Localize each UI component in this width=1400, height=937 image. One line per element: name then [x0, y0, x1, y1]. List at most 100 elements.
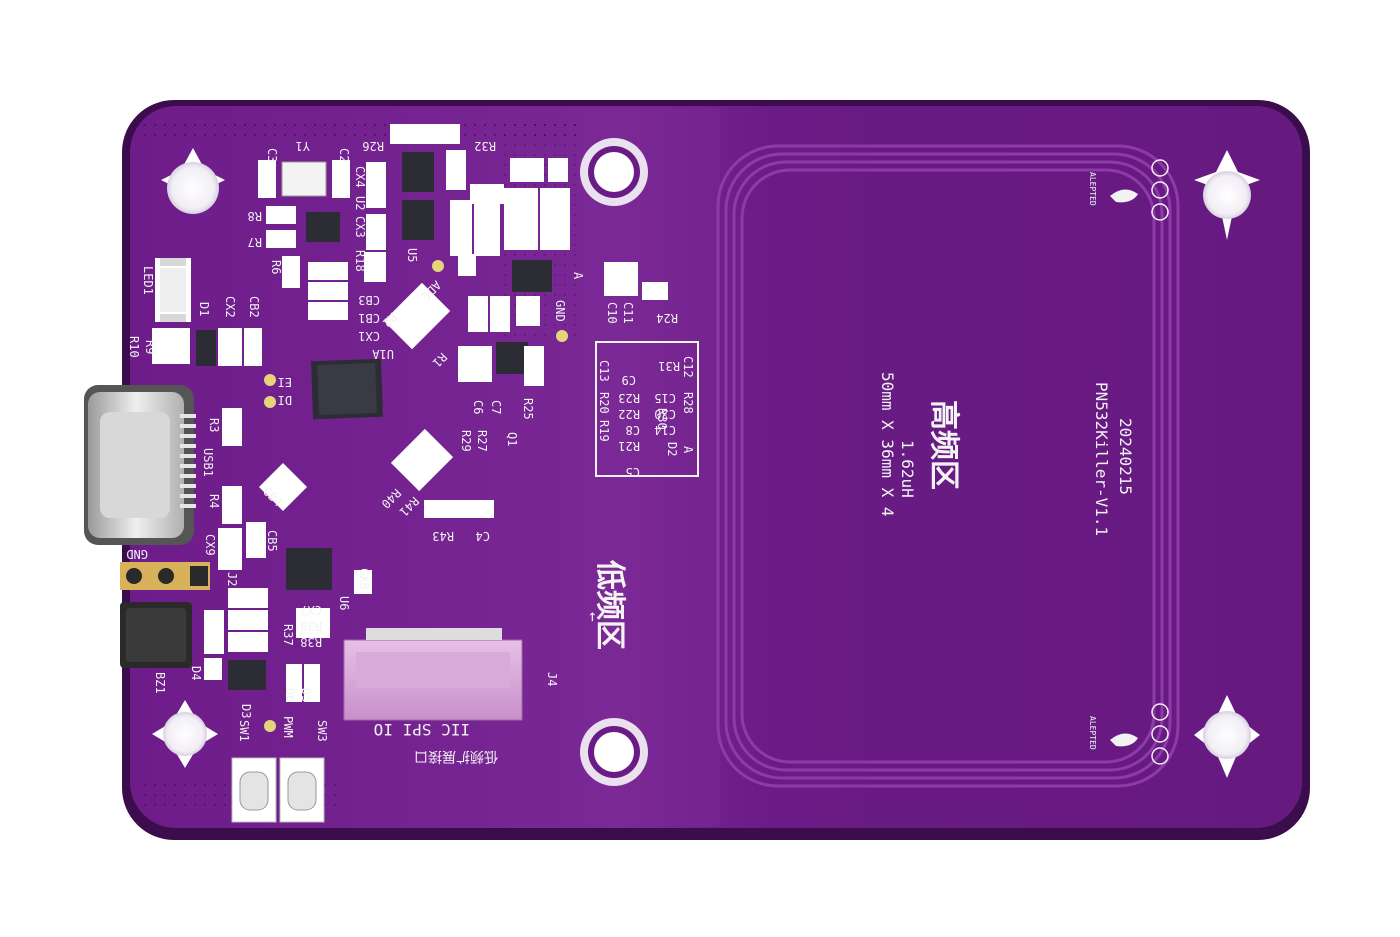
logo-top: ALEPTED: [1088, 159, 1169, 221]
fpc-connector-j4: [343, 628, 523, 721]
label-led1: LED1: [141, 266, 155, 295]
label-r25: R25: [521, 398, 535, 420]
label-cx9: CX9: [203, 534, 217, 556]
buzzer-bz1: [120, 602, 192, 668]
label-cx2: CX2: [223, 296, 237, 318]
label-cx4: CX4: [353, 166, 367, 188]
ic-u6: [286, 548, 332, 590]
hf-antenna-coil: [716, 144, 1180, 788]
label-c9: C9: [622, 373, 636, 387]
label-a-top: A: [571, 272, 585, 280]
mount-hole-bottom-left: [152, 700, 218, 768]
label-d2: D2: [665, 442, 679, 456]
label-r29: R29: [459, 430, 473, 452]
label-cb3: CB3: [358, 293, 380, 307]
label-r37: R37: [281, 624, 295, 646]
label-bz1: BZ1: [153, 672, 167, 694]
label-u1a: U1A: [372, 347, 394, 361]
label-c11: C11: [621, 302, 635, 324]
test-pads: [264, 260, 568, 732]
silkscreen-designators: C3 Y1 C2 R26 R32 R8 R7 R6 CX4 U2 CX3 R18…: [126, 139, 695, 742]
label-u6: U6: [337, 596, 351, 610]
hf-zone-label: 高频区: [926, 400, 961, 490]
label-j4: J4: [545, 672, 559, 686]
switch-sw1[interactable]: [231, 757, 277, 823]
label-c4: C4: [476, 529, 490, 543]
coil-size-text: 50mm X 36mm X 4: [878, 372, 897, 517]
label-u5: U5: [405, 248, 419, 262]
label-c15: C15: [654, 391, 676, 405]
label-r38: R38: [300, 635, 322, 649]
label-cb2: CB2: [247, 296, 261, 318]
label-c14: C14: [654, 423, 676, 437]
label-r27: R27: [475, 430, 489, 452]
label-r23: R23: [618, 391, 640, 405]
label-cx3: CX3: [353, 216, 367, 238]
label-c6: C6: [471, 400, 485, 414]
label-r31: R31: [658, 359, 680, 373]
ic-u5-area: [512, 260, 552, 292]
lf-arrow: ←: [584, 612, 603, 622]
label-c8: C8: [626, 423, 640, 437]
label-cx1: CX1: [358, 329, 380, 343]
label-gnd: GND: [553, 300, 567, 322]
label-r22: R22: [618, 407, 640, 421]
label-r28: R28: [681, 392, 695, 414]
label-a-box: A: [681, 446, 695, 454]
label-r39: R39: [300, 619, 322, 633]
zone-divider: [580, 108, 720, 826]
label-usb1: USB1: [201, 448, 215, 477]
label-sw1: SW1: [237, 720, 251, 742]
label-r10: R10: [127, 336, 141, 358]
label-r4: R4: [207, 494, 221, 508]
mount-hole-top-left: [161, 148, 225, 214]
label-r21: R21: [618, 439, 640, 453]
mcu-qfn: [311, 358, 383, 420]
label-c3: C3: [265, 148, 279, 162]
label-r26: R26: [362, 139, 384, 153]
transistor-q1: [496, 342, 528, 374]
label-pwm: PWM: [281, 716, 295, 738]
label-gnd-hdr: GND: [126, 547, 148, 561]
label-c2: C2: [337, 148, 351, 162]
led1: [155, 258, 191, 322]
label-c12: C12: [681, 356, 695, 378]
logo-bottom-text: ALEPTED: [1088, 716, 1097, 750]
expansion-label: 低频扩展接口: [414, 748, 498, 765]
label-r20: R20: [597, 392, 611, 414]
label-cb1: CB1: [358, 311, 380, 325]
label-d3: D3: [239, 704, 253, 718]
coil-inductance-text: 1.62uH: [898, 440, 917, 498]
label-u2: U2: [353, 196, 367, 210]
label-d6: D6: [283, 688, 297, 702]
label-y1: Y1: [296, 139, 310, 153]
label-cx8: CX8: [357, 568, 371, 590]
label-r8: R8: [248, 209, 262, 223]
label-c5: C5: [626, 465, 640, 479]
label-c13: C13: [597, 360, 611, 382]
label-q1: Q1: [505, 432, 519, 446]
label-r43: R43: [432, 529, 454, 543]
label-c7: C7: [489, 400, 503, 414]
logo-top-text: ALEPTED: [1088, 172, 1097, 206]
board-date: 20240215: [1116, 418, 1135, 495]
ic-upper: [402, 152, 434, 192]
crystal-y1: [281, 161, 327, 197]
label-r19: R19: [597, 420, 611, 442]
mount-hole-top-right: [1194, 150, 1260, 240]
label-d5: D5: [299, 688, 313, 702]
label-r18: R18: [353, 250, 367, 272]
header-j2: [120, 562, 210, 590]
switch-sw3[interactable]: [279, 757, 325, 823]
logo-bottom: ALEPTED: [1088, 703, 1169, 765]
label-cx7: CX7: [300, 603, 322, 617]
ic-u2: [306, 212, 340, 242]
label-d4: D4: [189, 666, 203, 680]
board-name: PN532Killer-V1.1: [1092, 382, 1111, 536]
label-c10: C10: [605, 302, 619, 324]
screw-hole-top-center: [580, 138, 648, 206]
label-sw3: SW3: [315, 720, 329, 742]
mount-hole-bottom-right: [1194, 695, 1260, 778]
label-r6: R6: [269, 260, 283, 274]
